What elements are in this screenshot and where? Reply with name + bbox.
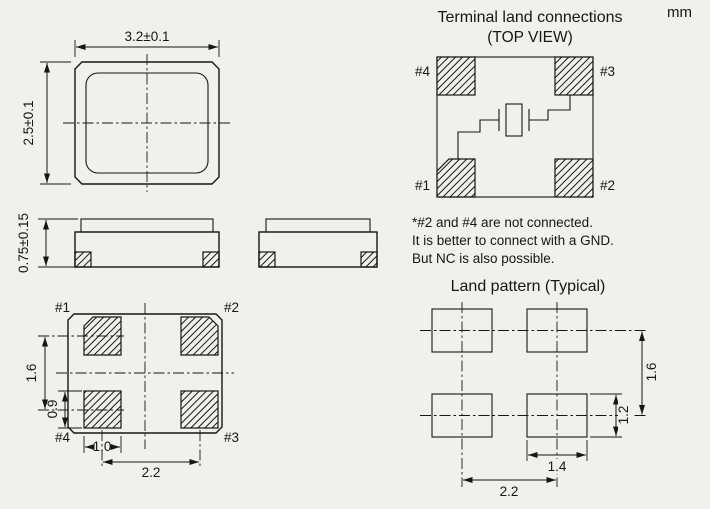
terminal-pad2-label: #2: [600, 178, 615, 193]
crystal-symbol: [457, 95, 571, 159]
terminal-package-outline: [436, 56, 594, 198]
bottom-view-pad4: [83, 390, 122, 429]
terminal-connections-subtitle: (TOP VIEW): [487, 29, 573, 46]
bottom-view-pad2-label: #2: [224, 300, 239, 315]
land-pattern-pad-bottom-right: [526, 393, 588, 438]
land-pattern: Land pattern (Typical) 1.6 1.2 1.4: [420, 278, 659, 499]
side-view-end: [258, 218, 378, 268]
side-view-thickness-dim-label: 0.75±0.15: [16, 213, 31, 273]
land-pattern-vertical-pitch-label: 1.6: [644, 363, 659, 382]
bottom-view-vertical-pitch-dimension: 1.6: [24, 337, 48, 409]
bottom-view-pad3: [180, 390, 219, 429]
package-bottom-view: #1 #2 #4 #3 1.6 0.9 1.0 2.2: [24, 300, 239, 480]
package-top-view: 3.2±0.1 2.5±0.1: [21, 29, 231, 192]
side-view-front: [74, 218, 220, 268]
bottom-view-pad-length-dimension: 0.9: [45, 390, 82, 429]
bottom-view-pad3-label: #3: [224, 430, 239, 445]
crystal-lead-to-pad3: [529, 95, 571, 121]
bottom-view-pad-width-dimension: 1.0: [83, 436, 122, 454]
bottom-view-horizontal-pitch-dimension: 2.2: [101, 430, 201, 480]
terminal-pad1-label: #1: [415, 178, 430, 193]
label-backdrop: [618, 399, 633, 432]
terminal-note-line3: But NC is also possible.: [412, 251, 555, 266]
top-view-width-dimension: 3.2±0.1: [74, 29, 220, 57]
bottom-view-horizontal-pitch-label: 2.2: [142, 465, 161, 480]
land-pattern-horizontal-pitch-label: 2.2: [500, 484, 519, 499]
unit-label: mm: [667, 4, 692, 21]
crystal-lead-to-pad1: [457, 119, 499, 159]
bottom-view-pad1-label: #1: [55, 300, 70, 315]
side-view-thickness-dimension: 0.75±0.15: [16, 213, 78, 273]
terminal-pad1: [436, 158, 476, 198]
land-pattern-horizontal-pitch-dimension: 2.2: [463, 477, 556, 499]
side-view-end-lid: [265, 218, 371, 233]
land-pattern-vertical-pitch-dimension: 1.6: [639, 331, 659, 415]
side-view-end-body: [258, 231, 378, 268]
top-view-height-dim-label: 2.5±0.1: [21, 101, 36, 146]
terminal-land-connections: Terminal land connections (TOP VIEW) #4 …: [412, 9, 623, 266]
terminal-note-line2: It is better to connect with a GND.: [412, 233, 614, 248]
side-view-front-lid: [80, 218, 214, 233]
land-pattern-pad-top-left: [431, 308, 493, 353]
land-pattern-pad-height-dimension: 1.2: [590, 393, 633, 438]
terminal-pad2: [554, 158, 594, 198]
side-view-end-terminal-right: [360, 251, 378, 268]
terminal-pad3-label: #3: [600, 64, 615, 79]
bottom-view-pad4-label: #4: [55, 430, 71, 445]
terminal-note: *#2 and #4 are not connected. It is bett…: [412, 215, 614, 266]
top-view-height-dimension: 2.5±0.1: [21, 61, 71, 185]
terminal-pad4-label: #4: [415, 64, 431, 79]
bottom-view-vertical-pitch-label: 1.6: [24, 364, 39, 383]
land-pattern-pad-width-dimension: 1.4: [526, 440, 588, 474]
land-pattern-pad-width-label: 1.4: [548, 459, 567, 474]
land-pattern-pad-height-label: 1.2: [616, 406, 631, 425]
terminal-connections-title: Terminal land connections: [438, 9, 623, 26]
side-view-front-terminal-left: [74, 251, 92, 268]
crystal-element: [505, 103, 523, 137]
side-view-front-body: [74, 231, 220, 268]
bottom-view-pad-length-label: 0.9: [45, 400, 60, 419]
land-pattern-pad-bottom-left: [431, 393, 493, 438]
land-pattern-title: Land pattern (Typical): [451, 278, 606, 295]
side-view-front-terminal-right: [202, 251, 220, 268]
bottom-view-pad2: [180, 316, 219, 356]
terminal-pad3: [554, 56, 594, 96]
top-view-width-dim-label: 3.2±0.1: [125, 29, 170, 44]
bottom-view-pad1: [83, 316, 122, 356]
bottom-view-outline: [67, 313, 223, 434]
top-view-package-outline: [74, 61, 220, 185]
label-backdrop: [543, 459, 571, 474]
side-view-end-terminal-left: [258, 251, 276, 268]
terminal-pad4: [436, 56, 476, 96]
package-side-views: 0.75±0.15: [16, 213, 378, 273]
land-pattern-pad-top-right: [526, 308, 588, 353]
terminal-note-line1: *#2 and #4 are not connected.: [412, 215, 593, 230]
